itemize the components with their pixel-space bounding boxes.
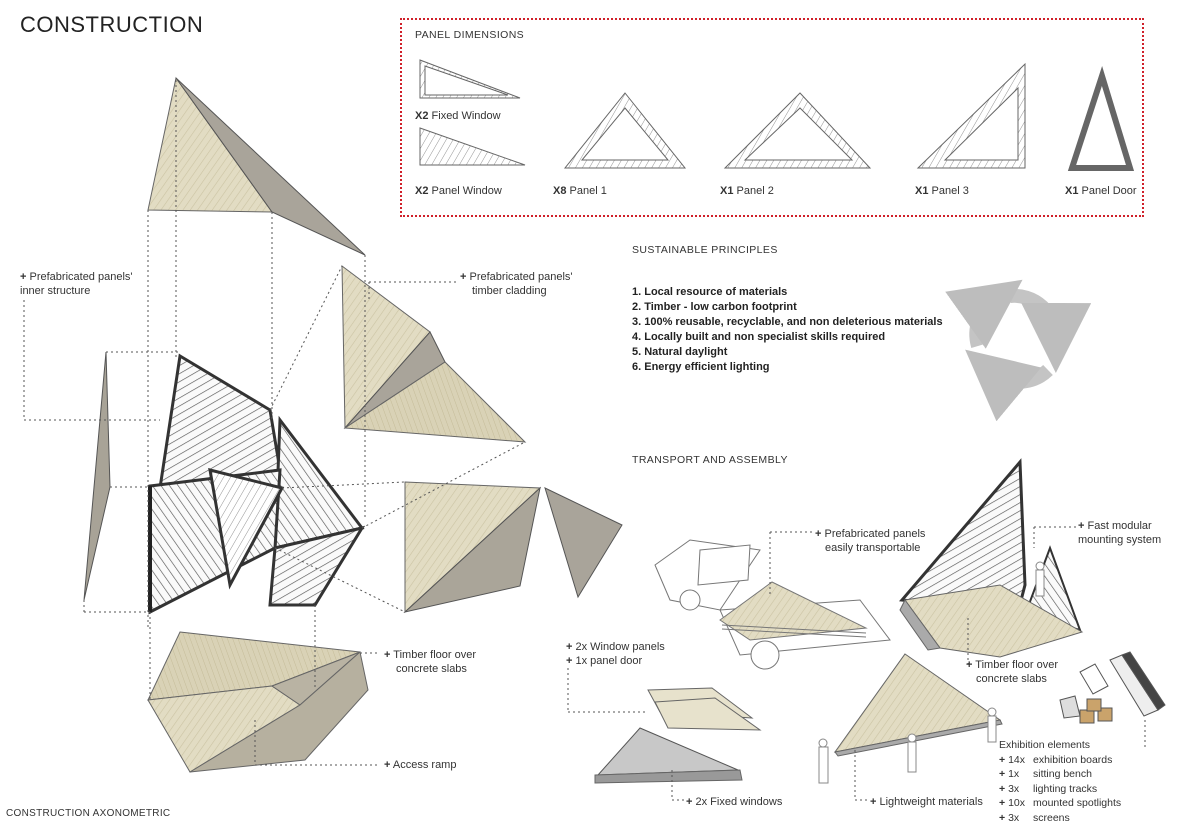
panel-label-panel-door: X1 Panel Door [1065,185,1137,197]
exhibition-item: + 14x exhibition boards [999,753,1113,766]
panel-label-panel-3: X1 Panel 3 [915,185,969,197]
left-flank-drawing [83,351,111,601]
principle-item: 6. Energy efficient lighting [632,361,770,373]
cladding-middle-drawing [403,481,623,614]
window-panels-drawing [594,687,762,784]
exhibition-item: + 10x mounted spotlights [999,797,1122,809]
panel-dimensions-heading: PANEL DIMENSIONS [415,29,525,41]
inner-structure-drawing [148,353,366,615]
sustainable-heading: SUSTAINABLE PRINCIPLES [632,244,778,256]
callout-timber-floor: + Timber floor over concrete slabs [384,649,477,675]
callout-window-panels: + 2x Window panels + 1x panel door [566,641,665,667]
drawing-caption: CONSTRUCTION AXONOMETRIC [6,808,171,819]
panel-thumbnails [419,59,1135,171]
exhibition-elements-drawing [1059,651,1166,724]
transport-heading: TRANSPORT AND ASSEMBLY [632,454,788,466]
top-cap-drawing [147,76,366,256]
exhibition-item: + 3x lighting tracks [999,782,1098,795]
panel-dimensions-box [400,18,1144,217]
exhibition-list: Exhibition elements + 14x exhibition boa… [999,738,1121,825]
recycle-icon [945,279,1092,422]
leader-lines-right [567,526,1146,801]
pavilion-drawing [899,458,1084,658]
people-drawing [818,561,1045,784]
callout-inner-structure: + Prefabricated panels' inner structure [20,271,133,297]
principle-item: 1. Local resource of materials [632,286,788,298]
page-title: CONSTRUCTION [20,12,204,37]
callout-lightweight: + Lightweight materials [870,796,983,808]
lightweight-panel-drawing [833,653,1003,757]
panel-label-panel-window: X2 Panel Window [415,185,502,197]
panel-label-panel-2: X1 Panel 2 [720,185,774,197]
sustainable-list: 1. Local resource of materials 2. Timber… [632,285,943,375]
principle-item: 2. Timber - low carbon footprint [632,301,797,313]
callout-transportable: + Prefabricated panels easily transporta… [815,528,926,554]
principle-item: 3. 100% reusable, recyclable, and non de… [632,316,943,328]
explode-lines [23,80,526,766]
exhibition-heading: Exhibition elements [999,739,1091,751]
exhibition-item: + 3x screens [999,811,1070,824]
floor-drawing [147,631,369,773]
callout-timber-floor-2: + Timber floor over concrete slabs [966,659,1059,685]
callout-timber-cladding: + Prefabricated panels' timber cladding [460,271,573,297]
exhibition-item: + 1x sitting bench [999,768,1092,780]
callout-access-ramp: + Access ramp [384,759,457,771]
panel-label-fixed-window: X2 Fixed Window [415,110,501,122]
principle-item: 4. Locally built and non specialist skil… [632,331,886,343]
callout-fixed-windows: + 2x Fixed windows [686,796,783,808]
panel-label-panel-1: X8 Panel 1 [553,185,607,197]
callout-mounting: + Fast modular mounting system [1078,520,1162,546]
truck-drawing [654,539,891,670]
principle-item: 5. Natural daylight [632,346,728,358]
cladding-upper-drawing [341,264,527,443]
